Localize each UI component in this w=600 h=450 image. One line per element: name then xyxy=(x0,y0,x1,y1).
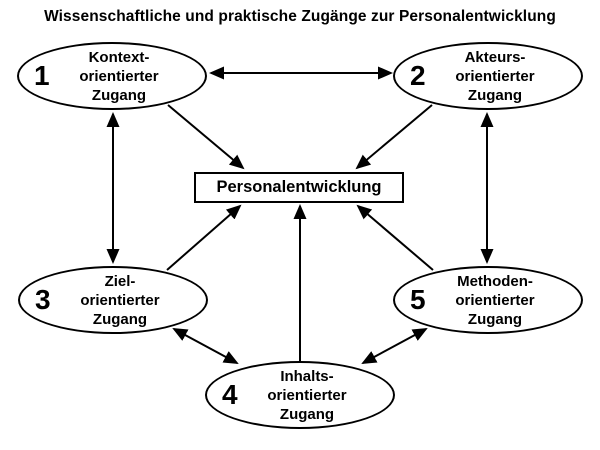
node-methoden-orientierter-zugang: 5 Methoden- orientierter Zugang xyxy=(393,266,583,334)
node-label-line: Zugang xyxy=(467,310,523,328)
node-label-line: orientierter xyxy=(455,291,535,309)
node-label-line: orientierter xyxy=(80,291,160,309)
edge-node-1-center xyxy=(167,104,245,170)
node-akteurs-orientierter-zugang: 2 Akteurs- orientierter Zugang xyxy=(393,42,583,110)
edge-node-2-center xyxy=(355,104,433,170)
node-label-line: Methoden- xyxy=(457,272,533,290)
node-label: Inhalts- orientierter Zugang xyxy=(253,367,346,424)
node-label-line: orientierter xyxy=(267,386,347,404)
edge-node-5-center xyxy=(356,204,434,271)
node-label: Kontext- orientierter Zugang xyxy=(65,48,158,105)
edge-node-3-center xyxy=(166,204,242,271)
node-kontext-orientierter-zugang: 1 Kontext- orientierter Zugang xyxy=(17,42,207,110)
node-label-line: Akteurs- xyxy=(464,48,526,66)
diagram-title: Wissenschaftliche und praktische Zugänge… xyxy=(44,8,556,25)
node-label-line: Kontext- xyxy=(88,48,150,66)
node-label-line: Zugang xyxy=(279,405,335,423)
node-label-line: orientierter xyxy=(455,67,535,85)
node-number: 1 xyxy=(34,60,50,91)
node-number: 4 xyxy=(222,379,238,410)
node-label-line: Inhalts- xyxy=(280,367,334,385)
edge-node-4-node-5 xyxy=(361,328,428,364)
node-label-line: Zugang xyxy=(92,310,148,328)
node-label-line: orientierter xyxy=(79,67,159,85)
node-inhalts-orientierter-zugang: 4 Inhalts- orientierter Zugang xyxy=(205,361,395,429)
node-ziel-orientierter-zugang: 3 Ziel- orientierter Zugang xyxy=(18,266,208,334)
node-label-line: Ziel- xyxy=(104,272,136,290)
node-label: Methoden- orientierter Zugang xyxy=(441,272,534,329)
center-box-personalentwicklung: Personalentwicklung xyxy=(194,172,404,203)
node-number: 5 xyxy=(410,284,426,315)
node-label: Ziel- orientierter Zugang xyxy=(66,272,159,329)
edge-node-3-node-4 xyxy=(172,328,239,364)
node-label-line: Zugang xyxy=(91,86,147,104)
node-number: 2 xyxy=(410,60,426,91)
node-label: Akteurs- orientierter Zugang xyxy=(441,48,534,105)
node-label-line: Zugang xyxy=(467,86,523,104)
node-number: 3 xyxy=(35,284,51,315)
